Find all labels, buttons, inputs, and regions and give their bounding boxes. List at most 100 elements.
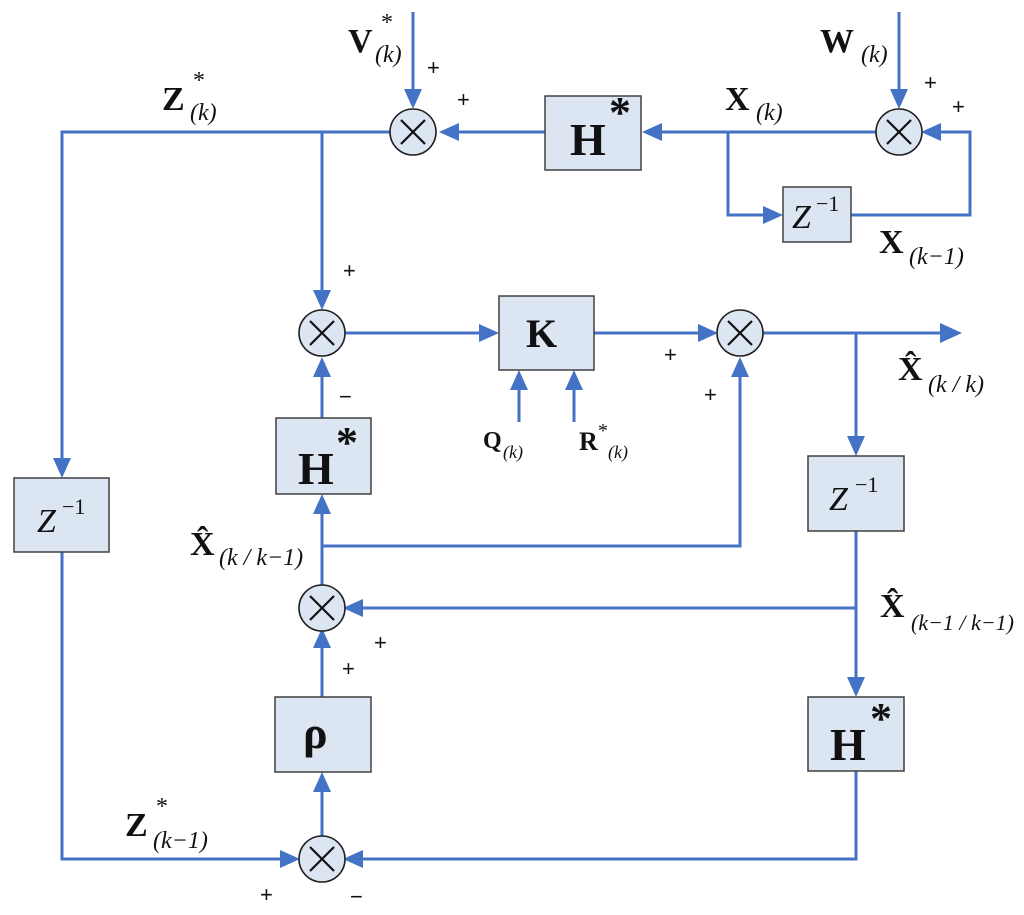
signal-x-prev: X (k−1) xyxy=(879,224,964,270)
arrowhead xyxy=(280,850,300,868)
z-top-right-superscript: −1 xyxy=(816,191,839,216)
signal-v-base: V xyxy=(348,23,373,60)
sum-junction-innovation xyxy=(298,309,346,357)
z-left-superscript: −1 xyxy=(62,494,85,519)
h-bottom-superscript: * xyxy=(870,694,892,743)
h-mid-block: H * xyxy=(275,417,372,495)
signal-z-base: Z xyxy=(162,81,185,118)
arrowhead xyxy=(313,494,331,514)
sign-markers: + + + + + − + + + + + − xyxy=(260,55,965,909)
z-top-right-label: Z xyxy=(792,199,812,236)
h-bottom-label: H xyxy=(830,719,866,770)
signal-z-prev: Z * (k−1) xyxy=(125,794,208,854)
arrowhead xyxy=(313,290,331,310)
sign-plus: + xyxy=(260,882,273,907)
signal-z-sub: (k) xyxy=(190,100,217,126)
k-gain-label: K xyxy=(526,311,557,356)
signal-x-hat-kk-base: X̂ xyxy=(898,350,923,388)
signal-x-hat-prev-base: X̂ xyxy=(880,587,905,625)
signal-x-hat-kk-sub: (k / k) xyxy=(928,372,984,398)
signal-w: W (k) xyxy=(820,23,888,68)
wire-pred-to-update xyxy=(322,372,742,548)
signal-q-base: Q xyxy=(483,428,502,454)
sign-plus: + xyxy=(924,70,937,95)
h-top-label: H xyxy=(570,114,606,165)
sign-minus: − xyxy=(339,384,352,409)
wire-z-output xyxy=(60,130,390,462)
signal-r-sub: (k) xyxy=(608,442,628,463)
sign-plus: + xyxy=(457,87,470,112)
signal-w-sub: (k) xyxy=(861,42,888,68)
arrowhead xyxy=(53,458,71,478)
arrowhead xyxy=(404,89,422,109)
arrowhead xyxy=(642,123,662,141)
z-left-label: Z xyxy=(37,503,57,540)
sign-plus: + xyxy=(704,382,717,407)
signal-r-sup: * xyxy=(598,420,608,442)
signal-v: V * (k) xyxy=(348,10,402,68)
signal-x-hat-pred: X̂ (k / k−1) xyxy=(190,525,303,571)
signal-r: R * (k) xyxy=(579,420,628,463)
rho-block: ρ xyxy=(274,696,372,773)
signal-x-hat-kk: X̂ (k / k) xyxy=(898,350,984,398)
signal-z-prev-sup: * xyxy=(156,794,168,820)
signal-x-hat-pred-base: X̂ xyxy=(190,525,215,563)
h-top-block: H * xyxy=(544,88,642,171)
sign-plus: + xyxy=(427,55,440,80)
z-right-block: Z −1 xyxy=(807,455,905,532)
wire-z-prev xyxy=(60,552,285,861)
arrowhead xyxy=(343,850,363,868)
signal-q-sub: (k) xyxy=(503,442,523,463)
rho-label: ρ xyxy=(303,707,328,758)
signal-x-base: X xyxy=(725,81,750,118)
arrowhead xyxy=(479,324,499,342)
sign-plus: + xyxy=(374,630,387,655)
signal-r-base: R xyxy=(579,427,598,456)
sign-plus: + xyxy=(664,342,677,367)
sign-plus: + xyxy=(952,94,965,119)
signal-z-prev-base: Z xyxy=(125,807,148,844)
z-right-superscript: −1 xyxy=(855,472,878,497)
sum-junction-top-right xyxy=(875,108,923,156)
signal-q: Q (k) xyxy=(483,428,523,463)
wire-x-prev-feedback xyxy=(851,130,972,217)
sum-junction-update xyxy=(716,309,764,357)
z-left-block: Z −1 xyxy=(13,477,110,553)
arrowhead xyxy=(313,772,331,792)
sign-plus: + xyxy=(342,656,355,681)
signal-x-prev-base: X xyxy=(879,224,904,261)
signal-z-prev-sub: (k−1) xyxy=(153,828,208,854)
signal-v-sub: (k) xyxy=(375,42,402,68)
signal-z: Z * (k) xyxy=(162,68,217,126)
signal-x-prev-sub: (k−1) xyxy=(909,244,964,270)
arrowhead xyxy=(439,123,459,141)
arrowhead xyxy=(847,436,865,456)
arrowhead xyxy=(313,357,331,377)
signal-x-sub: (k) xyxy=(756,100,783,126)
arrowhead xyxy=(343,599,363,617)
k-gain-block: K xyxy=(498,295,595,371)
arrowhead xyxy=(890,89,908,109)
h-mid-superscript: * xyxy=(336,418,358,467)
arrowhead xyxy=(565,370,583,390)
arrowhead xyxy=(847,677,865,697)
signal-v-sup: * xyxy=(381,10,393,36)
signal-x-hat-prev-sub: (k−1 / k−1) xyxy=(911,610,1014,635)
z-top-right-block: Z −1 xyxy=(782,186,852,243)
h-mid-label: H xyxy=(298,443,334,494)
arrowhead xyxy=(698,324,718,342)
arrowhead xyxy=(940,323,962,343)
signal-w-base: W xyxy=(820,23,854,60)
wire-hbottom-to-sum xyxy=(358,771,858,861)
sum-junction-predict xyxy=(298,584,346,632)
arrowhead xyxy=(731,357,749,377)
sign-minus: − xyxy=(350,884,363,909)
signal-x: X (k) xyxy=(725,81,783,126)
arrowheads xyxy=(53,89,962,868)
arrowhead xyxy=(313,628,331,648)
h-top-superscript: * xyxy=(609,88,631,137)
signal-z-sup: * xyxy=(193,68,205,94)
wire-x-to-delay xyxy=(726,132,768,217)
sign-plus: + xyxy=(343,258,356,283)
